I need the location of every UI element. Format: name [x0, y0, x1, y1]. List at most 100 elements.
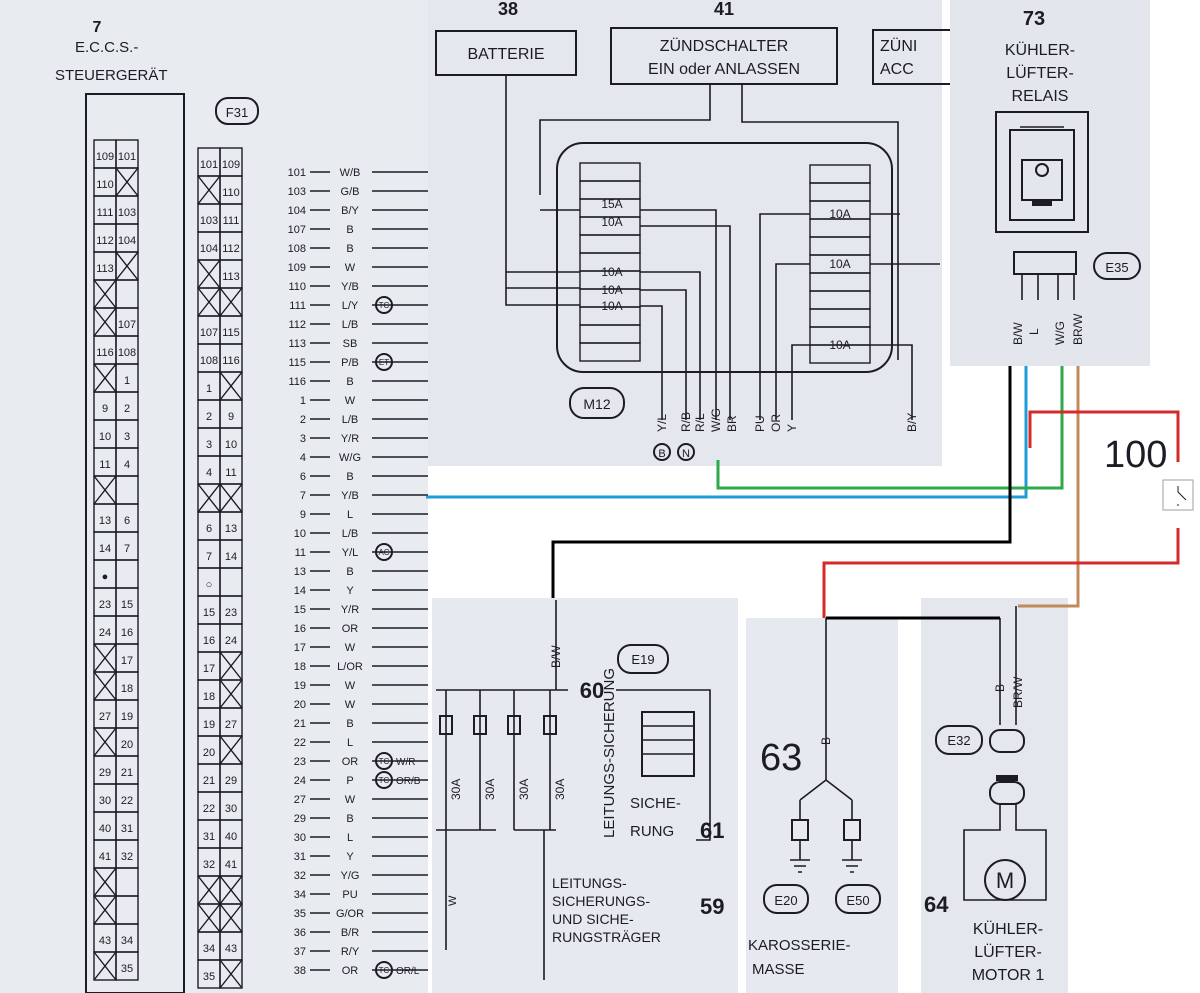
ecu-number: 7 [93, 19, 102, 36]
ecu-wire-pin: 27 [294, 794, 306, 806]
ecu-wire-pin: 23 [294, 756, 306, 768]
ecu-wire-color: W [345, 680, 356, 692]
ecu.pins_right-pin-number: 19 [203, 719, 215, 731]
ecu-wire-color: Y/R [341, 604, 359, 616]
ground-wire-label: B [819, 737, 833, 745]
ecu.pins_left-pin-number: 111 [97, 207, 114, 219]
ecu-wire-extra: W/R [396, 757, 415, 768]
ecu.pins_left-blank-pin [115, 251, 139, 281]
fusible-sicherung-1: SICHE- [630, 795, 681, 812]
ground-paper [746, 618, 898, 993]
fusible-rating: 30A [449, 779, 463, 800]
ecu.pins_right-blank-pin [197, 903, 221, 933]
ecu.pins_right-pin-number: 4 [206, 467, 212, 479]
motor-symbol: M [996, 868, 1014, 893]
ecu-wire-color: PU [342, 889, 357, 901]
ecu-wire-pin: 103 [288, 186, 306, 198]
fusible-symbol-box [641, 711, 695, 777]
ecu-wire-color: OR [342, 623, 359, 635]
ecu.pins_right-pin-number: ○ [206, 579, 213, 591]
ecu-connector-tag [215, 97, 259, 125]
wire-blue [426, 366, 1028, 499]
ignition-number: 41 [714, 0, 734, 19]
fusible-link [543, 715, 557, 735]
ecu.pins_right-pin-number: 17 [203, 663, 215, 675]
fuse-connector-label: M12 [583, 396, 610, 412]
wire-green [716, 366, 1064, 490]
ecu.pins_right-blank-pin [219, 651, 243, 681]
motor-connector-label: E32 [947, 733, 970, 748]
ecu.pins_right-pin-number: 2 [206, 411, 212, 423]
ecu.pins_left-pin-number: 41 [99, 851, 111, 863]
fusible-vertical-label: LEITUNGS-SICHERUNG [601, 668, 618, 838]
ecu.pins_left-pin-number: 4 [124, 459, 130, 471]
ecu-wire-color: P [346, 775, 353, 787]
ecu-wire-pin: 1 [300, 395, 306, 407]
ecu-wire-color: Y/B [341, 281, 359, 293]
fusible-rating: 30A [517, 779, 531, 800]
fusible-connector-label: E19 [631, 652, 654, 667]
fuse-rating: 10A [829, 257, 850, 271]
ecu.pins_left-pin-number: 43 [99, 935, 111, 947]
fusible-rating: 30A [553, 779, 567, 800]
ecu.pins_right-pin-number: 111 [223, 215, 240, 227]
ecu-wire-color: L [347, 832, 353, 844]
ecu.pins_left-pin-number: 24 [99, 627, 111, 639]
ecu.pins_left-blank-pin [93, 475, 117, 505]
ecu.pins_right-pin-number: 18 [203, 691, 215, 703]
ecu-wire-color: Y/L [342, 547, 359, 559]
ecu.pins_right-pin-number: 115 [222, 327, 240, 339]
ecu.pins_left-pin-number: 103 [118, 207, 136, 219]
ecu.pins_right-pin-number: 20 [203, 747, 215, 759]
ecu-title-1: E.C.C.S.- [75, 39, 138, 56]
ecu.pins_right-blank-pin [219, 287, 243, 317]
ecu.pins_left-pin-number: 14 [99, 543, 111, 555]
ecu.pins_right-pin-number: 9 [228, 411, 234, 423]
ecu.pins_left-pin-number: 18 [121, 683, 133, 695]
ecu-wire-pin: 32 [294, 870, 306, 882]
ecu.pins_left-pin-number: 107 [118, 319, 136, 331]
ecu.pins_right-pin-number: 40 [225, 831, 237, 843]
ecu-wire-tag-circle [375, 961, 393, 979]
ecu.pins_left-blank-pin [93, 307, 117, 337]
fuse-rating: 10A [601, 265, 622, 279]
motor-circle [984, 859, 1026, 901]
ecu.pins_left-pin-number: 101 [118, 151, 136, 163]
relay-label-1: KÜHLER- [1005, 41, 1075, 59]
ecu.pins_right-blank-pin [219, 679, 243, 709]
ecu.pins_left-pin-number: 16 [121, 627, 133, 639]
fusible-lower-bus [436, 829, 556, 980]
fuse-slot [809, 344, 871, 364]
acc-label-2: ACC [880, 61, 914, 78]
ecu-wire-color: B [346, 471, 353, 483]
ecu-wire-color: B [346, 566, 353, 578]
ecu.pins_right-pin-number: 7 [206, 551, 212, 563]
fuse-output-label: R/L [693, 413, 707, 432]
ground-lug-2 [843, 819, 861, 841]
ecu-wire-color: L/OR [337, 661, 363, 673]
ecu.pins_left-pin-number: 29 [99, 767, 111, 779]
ecu-wire-pin: 37 [294, 946, 306, 958]
ecu.pins_left-pin-number: 11 [99, 459, 110, 471]
ecu-wire-pin: 111 [289, 300, 306, 312]
ecu.pins_left-pin-number: 108 [118, 347, 136, 359]
wire-red-bottom [822, 528, 1180, 618]
ecu.pins_right-cell [219, 959, 243, 989]
motor-paper [921, 598, 1068, 993]
ecu.pins_left-pin-number: 27 [99, 711, 111, 723]
ecu-wire-color: L/B [342, 414, 359, 426]
relay-label-2: LÜFTER- [1006, 64, 1074, 82]
fusible-n59: 59 [700, 894, 724, 919]
switch-contact [1177, 486, 1187, 506]
ecu-wire-color: B [346, 376, 353, 388]
ecu-wire-tag-circle [375, 752, 393, 770]
ecu.pins_right-blank-pin [219, 959, 243, 989]
marker-n [677, 443, 695, 461]
ecu.pins_left-pin-number: 22 [121, 795, 133, 807]
